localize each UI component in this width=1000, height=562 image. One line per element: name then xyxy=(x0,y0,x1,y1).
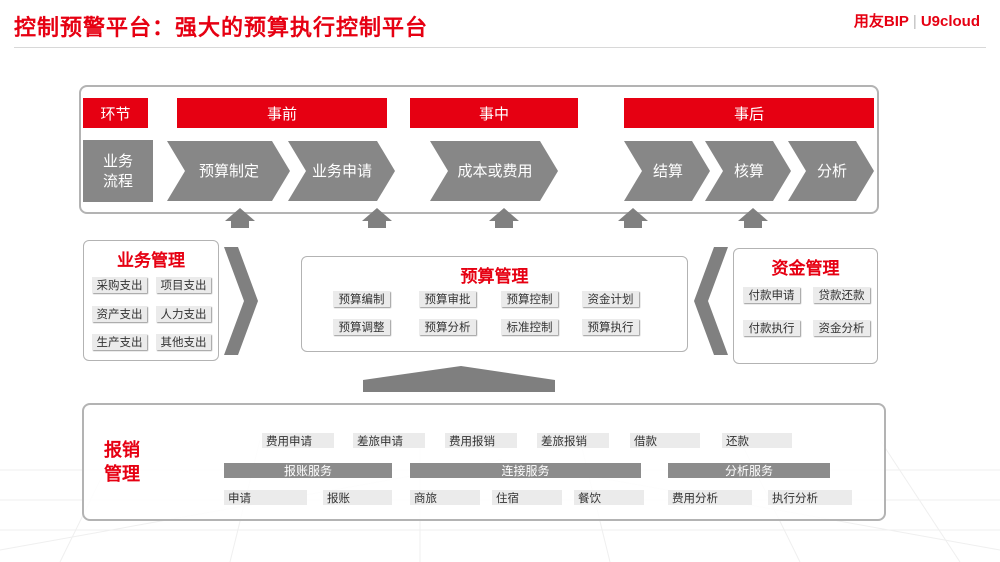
budget-mgmt-title: 预算管理 xyxy=(460,267,529,287)
reim-bottom-item-1: 申请 xyxy=(224,490,307,505)
business-item-4: 人力支出 xyxy=(156,306,211,322)
business-item-2: 项目支出 xyxy=(156,277,211,293)
budget-item-6: 预算分析 xyxy=(419,319,476,335)
business-item-3: 资产支出 xyxy=(92,306,147,322)
process-chevrons: 预算制定 业务申请 成本或费用 结算 核算 分析 xyxy=(167,141,874,228)
chevron-shape-2 xyxy=(288,141,395,201)
stage-after: 事后 xyxy=(624,98,874,128)
fund-item-3: 付款执行 xyxy=(743,320,800,336)
step-label-4: 结算 xyxy=(653,162,683,180)
stage-during: 事中 xyxy=(410,98,578,128)
service-bar-3: 分析服务 xyxy=(668,463,830,478)
right-arrow-shape xyxy=(224,247,258,355)
chevron-shape-1 xyxy=(167,141,290,201)
reim-bottom-item-6: 费用分析 xyxy=(668,490,752,505)
brand-logo: 用友BIP|U9cloud xyxy=(853,13,980,30)
stage-label: 环节 xyxy=(83,98,148,128)
reimbursement-title: 报销 管理 xyxy=(104,440,140,485)
reim-top-item-2: 差旅申请 xyxy=(353,433,425,448)
up-arrow-4 xyxy=(618,208,648,228)
reim-top-item-4: 差旅报销 xyxy=(537,433,609,448)
fund-item-2: 贷款还款 xyxy=(813,287,870,303)
step-label-3: 成本或费用 xyxy=(457,162,532,180)
stage-before: 事前 xyxy=(177,98,387,128)
chevron-shape-3 xyxy=(430,141,558,201)
page-title: 控制预警平台：强大的预算执行控制平台 xyxy=(14,16,429,41)
budget-item-8: 预算执行 xyxy=(582,319,639,335)
reim-bottom-item-4: 住宿 xyxy=(492,490,562,505)
business-item-6: 其他支出 xyxy=(156,334,211,350)
fund-mgmt-panel xyxy=(733,248,878,364)
up-arrow-2 xyxy=(362,208,392,228)
reim-top-item-3: 费用报销 xyxy=(445,433,517,448)
budget-item-5: 预算调整 xyxy=(333,319,390,335)
fund-item-1: 付款申请 xyxy=(743,287,800,303)
reim-top-item-6: 还款 xyxy=(722,433,792,448)
reimbursement-panel xyxy=(82,403,886,521)
up-arrow-3 xyxy=(489,208,519,228)
step-label-6: 分析 xyxy=(817,162,847,180)
header-divider xyxy=(14,47,986,48)
reim-bottom-item-5: 餐饮 xyxy=(574,490,644,505)
budget-item-1: 预算编制 xyxy=(333,291,390,307)
logo-brand: 用友BIP xyxy=(853,13,909,30)
budget-item-3: 预算控制 xyxy=(501,291,558,307)
left-arrow-shape xyxy=(694,247,728,355)
process-label: 业务 流程 xyxy=(83,140,153,202)
service-bar-1: 报账服务 xyxy=(224,463,392,478)
chevron-shape-6 xyxy=(788,141,874,201)
up-arrow-1 xyxy=(225,208,255,228)
logo-product: U9cloud xyxy=(920,13,980,30)
budget-item-7: 标准控制 xyxy=(501,319,558,335)
step-label-2: 业务申请 xyxy=(312,162,372,180)
business-item-1: 采购支出 xyxy=(92,277,147,293)
reim-bottom-item-2: 报账 xyxy=(323,490,392,505)
step-label-5: 核算 xyxy=(734,162,764,180)
service-bar-2: 连接服务 xyxy=(410,463,641,478)
business-mgmt-title: 业务管理 xyxy=(117,251,185,271)
reim-bottom-item-7: 执行分析 xyxy=(768,490,852,505)
reim-top-item-1: 费用申请 xyxy=(262,433,334,448)
big-up-arrow xyxy=(363,366,555,392)
reim-bottom-item-3: 商旅 xyxy=(410,490,480,505)
fund-item-4: 资金分析 xyxy=(813,320,870,336)
fund-mgmt-title: 资金管理 xyxy=(771,259,840,279)
business-item-5: 生产支出 xyxy=(92,334,147,350)
budget-item-2: 预算审批 xyxy=(419,291,476,307)
up-arrow-5 xyxy=(738,208,768,228)
step-label-1: 预算制定 xyxy=(199,162,259,180)
budget-item-4: 资金计划 xyxy=(582,291,639,307)
chevron-shape-4 xyxy=(624,141,710,201)
reim-top-item-5: 借款 xyxy=(630,433,700,448)
chevron-shape-5 xyxy=(705,141,791,201)
